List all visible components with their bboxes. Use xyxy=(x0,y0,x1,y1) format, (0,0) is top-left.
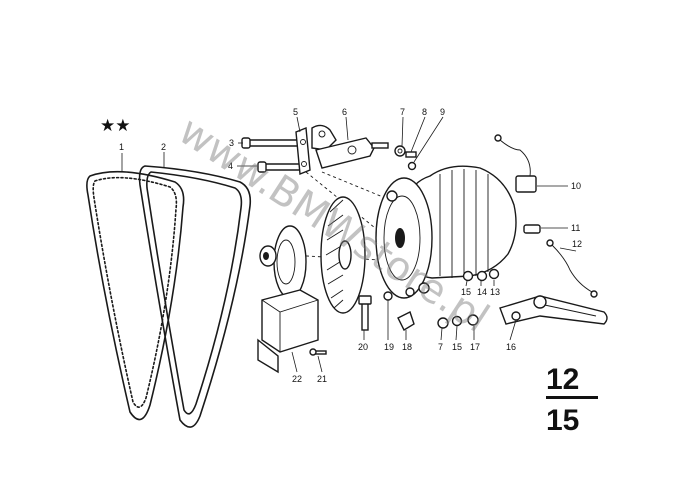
callout-9: 9 xyxy=(440,107,445,117)
sleeve xyxy=(523,224,541,234)
timing-belt xyxy=(86,170,185,421)
voltage-regulator xyxy=(257,289,319,374)
callout-3: 3 xyxy=(229,138,234,148)
callout-22: 22 xyxy=(292,374,302,384)
leader-lines xyxy=(121,116,577,373)
nut-lower xyxy=(437,317,449,329)
washer xyxy=(407,161,417,171)
callout-14: 14 xyxy=(477,287,487,297)
page-number: 12 15 xyxy=(546,363,598,437)
clip xyxy=(397,311,415,331)
callout-19: 19 xyxy=(384,342,394,352)
callout-8: 8 xyxy=(422,107,427,117)
callout-15: 15 xyxy=(461,287,471,297)
callout-2: 2 xyxy=(161,142,166,152)
washer-14 xyxy=(476,270,488,282)
callout-15-lower: 15 xyxy=(452,342,462,352)
bolt-20 xyxy=(358,295,372,331)
callout-12: 12 xyxy=(572,239,582,249)
ground-wire xyxy=(546,239,598,298)
lock-washer xyxy=(467,314,479,326)
long-bolt-2 xyxy=(257,161,305,173)
v-belt xyxy=(138,165,252,428)
fraction-bar xyxy=(546,396,598,399)
small-bolt xyxy=(405,151,417,158)
screw-21 xyxy=(309,348,327,356)
page-numerator: 12 xyxy=(546,363,579,396)
callout-11: 11 xyxy=(571,223,580,233)
cooling-fan xyxy=(320,196,366,314)
stars-marker: ★★ xyxy=(100,116,130,136)
alternator xyxy=(375,165,517,299)
washer-lower xyxy=(451,315,463,327)
callout-10: 10 xyxy=(571,181,581,191)
callout-21: 21 xyxy=(317,374,327,384)
adjusting-bar xyxy=(499,295,608,325)
callout-17: 17 xyxy=(470,342,480,352)
callout-18: 18 xyxy=(402,342,412,352)
washer-19 xyxy=(383,291,393,301)
nut-13 xyxy=(488,268,500,280)
page-denominator: 15 xyxy=(546,404,579,437)
callout-5: 5 xyxy=(293,107,298,117)
callout-1: 1 xyxy=(119,142,124,152)
callout-20: 20 xyxy=(358,342,368,352)
callout-7-lower: 7 xyxy=(438,342,443,352)
tension-bracket xyxy=(311,124,389,169)
callout-labels: 1 2 3 4 5 6 7 8 9 10 11 12 13 14 15 16 1… xyxy=(119,107,582,384)
callout-13: 13 xyxy=(490,287,500,297)
washer-15 xyxy=(462,270,474,282)
callout-6: 6 xyxy=(342,107,347,117)
pulley xyxy=(259,225,307,299)
callout-7: 7 xyxy=(400,107,405,117)
nut xyxy=(394,145,406,157)
callout-4: 4 xyxy=(228,161,233,171)
regulator-plug xyxy=(494,134,537,193)
callout-16: 16 xyxy=(506,342,516,352)
